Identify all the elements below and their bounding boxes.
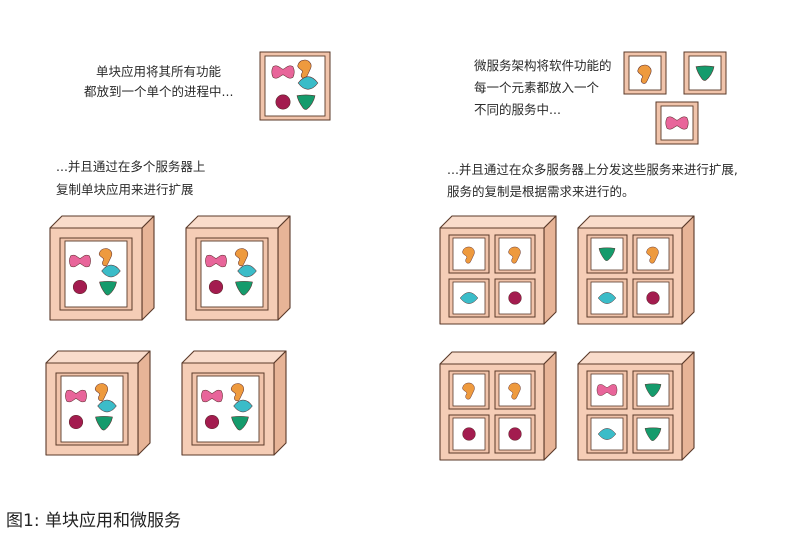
service-window-green (683, 51, 727, 95)
cell-pane (452, 373, 486, 407)
green-triangle-icon (231, 416, 249, 431)
maroon-circle-icon (204, 414, 220, 430)
micro-scale-line2: 服务的复制是根据需求来进行的。 (447, 184, 635, 199)
green-triangle-icon (644, 427, 662, 441)
teal-diamond-icon (597, 428, 617, 440)
pink-bowtie-icon (65, 389, 87, 403)
teal-diamond-icon (297, 76, 319, 90)
green-triangle-icon (695, 65, 715, 81)
micro-scale-line1: ...并且通过在众多服务器上分发这些服务来进行扩展, (447, 162, 738, 177)
figure-caption: 图1: 单块应用和微服务 (6, 511, 181, 531)
orange-blob-icon (508, 246, 521, 264)
maroon-circle-icon (72, 279, 88, 295)
monolith-window (259, 51, 331, 121)
monolith-intro-line2: 都放到一个单个的进程中... (84, 84, 234, 99)
service-window-pink (655, 101, 699, 145)
service-window-orange (623, 51, 667, 95)
orange-blob-icon (98, 248, 112, 267)
green-triangle-icon (644, 383, 662, 397)
maroon-circle-icon (68, 414, 84, 430)
green-triangle-icon (598, 247, 616, 261)
teal-diamond-icon (101, 264, 121, 278)
monolith-server-4 (181, 350, 287, 456)
green-triangle-icon (99, 281, 117, 296)
maroon-circle-icon (462, 427, 476, 441)
monolith-scale-line1: ...并且通过在多个服务器上 (56, 159, 206, 174)
pink-bowtie-icon (596, 384, 618, 396)
monolith-server-3 (45, 350, 151, 456)
pink-bowtie-icon (205, 254, 227, 268)
micro-server-1 (439, 215, 557, 325)
pink-bowtie-icon (271, 65, 295, 79)
micro-server-2 (577, 215, 695, 325)
teal-diamond-icon (459, 292, 479, 304)
window-pane (200, 240, 264, 308)
orange-blob-icon (297, 59, 312, 79)
green-triangle-icon (296, 94, 316, 110)
pane (264, 55, 326, 117)
orange-blob-icon (508, 382, 521, 400)
monolith-intro-line1: 单块应用将其所有功能 (96, 64, 222, 79)
teal-diamond-icon (97, 399, 117, 413)
orange-blob-icon (637, 64, 652, 84)
orange-blob-icon (234, 248, 248, 267)
green-triangle-icon (235, 281, 253, 296)
pink-bowtie-icon (665, 116, 689, 130)
teal-diamond-icon (237, 264, 257, 278)
micro-intro-line3: 不同的服务中... (474, 102, 561, 117)
monolith-scale-line2: 复制单块应用来进行扩展 (56, 182, 194, 197)
maroon-circle-icon (508, 427, 522, 441)
orange-blob-icon (462, 246, 475, 264)
maroon-circle-icon (646, 291, 660, 305)
micro-server-4 (577, 351, 695, 461)
orange-blob-icon (462, 382, 475, 400)
orange-blob-icon (94, 383, 108, 402)
maroon-circle-icon (275, 94, 291, 110)
pink-bowtie-icon (69, 254, 91, 268)
maroon-circle-icon (208, 279, 224, 295)
teal-diamond-icon (597, 292, 617, 304)
pink-bowtie-icon (201, 389, 223, 403)
green-triangle-icon (95, 416, 113, 431)
maroon-circle-icon (508, 291, 522, 305)
teal-diamond-icon (233, 399, 253, 413)
micro-intro-line1: 微服务架构将软件功能的 (474, 58, 612, 73)
monolith-server-2 (185, 215, 291, 321)
micro-intro-line2: 每一个元素都放入一个 (474, 80, 600, 95)
monolith-server-1 (49, 215, 155, 321)
micro-server-3 (439, 351, 557, 461)
orange-blob-icon (230, 383, 244, 402)
orange-blob-icon (646, 246, 659, 264)
